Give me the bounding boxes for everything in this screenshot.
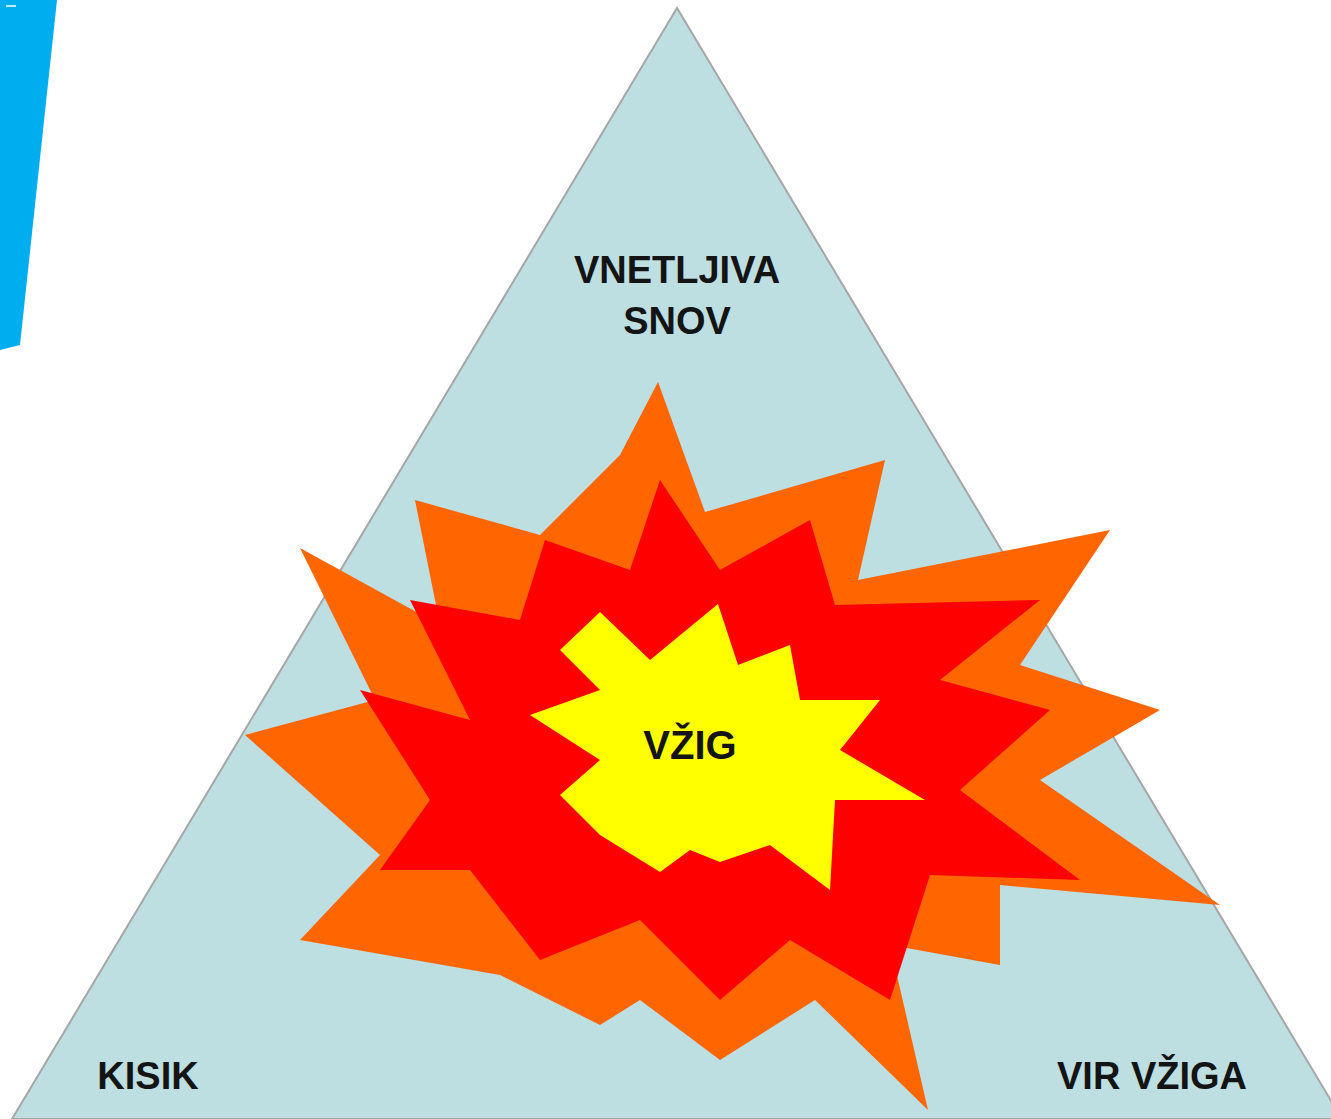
corner-label: KISIK xyxy=(97,1051,198,1102)
inner-flame xyxy=(530,604,925,890)
center-label: VŽIG xyxy=(643,718,736,772)
triangle-shape xyxy=(12,8,1331,1119)
middle-flame xyxy=(360,480,1080,1000)
outer-flame xyxy=(245,382,1220,1110)
band-mark xyxy=(6,5,16,7)
blue-band xyxy=(0,0,57,350)
ignition-burst: VŽIG xyxy=(245,382,1220,1110)
corner-label: VNETLJIVA SNOV xyxy=(547,245,807,348)
corner-label: VIR VŽIGA xyxy=(1057,1051,1247,1102)
